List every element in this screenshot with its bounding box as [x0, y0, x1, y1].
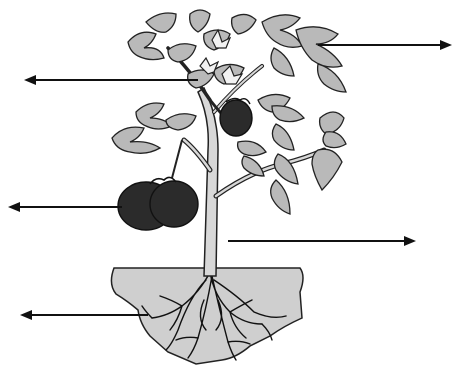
arrow-flower — [24, 75, 198, 85]
arrow-stem — [228, 236, 416, 246]
arrow-leaves — [318, 40, 452, 50]
arrow-roots — [20, 310, 148, 320]
arrow-fruit — [8, 202, 122, 212]
